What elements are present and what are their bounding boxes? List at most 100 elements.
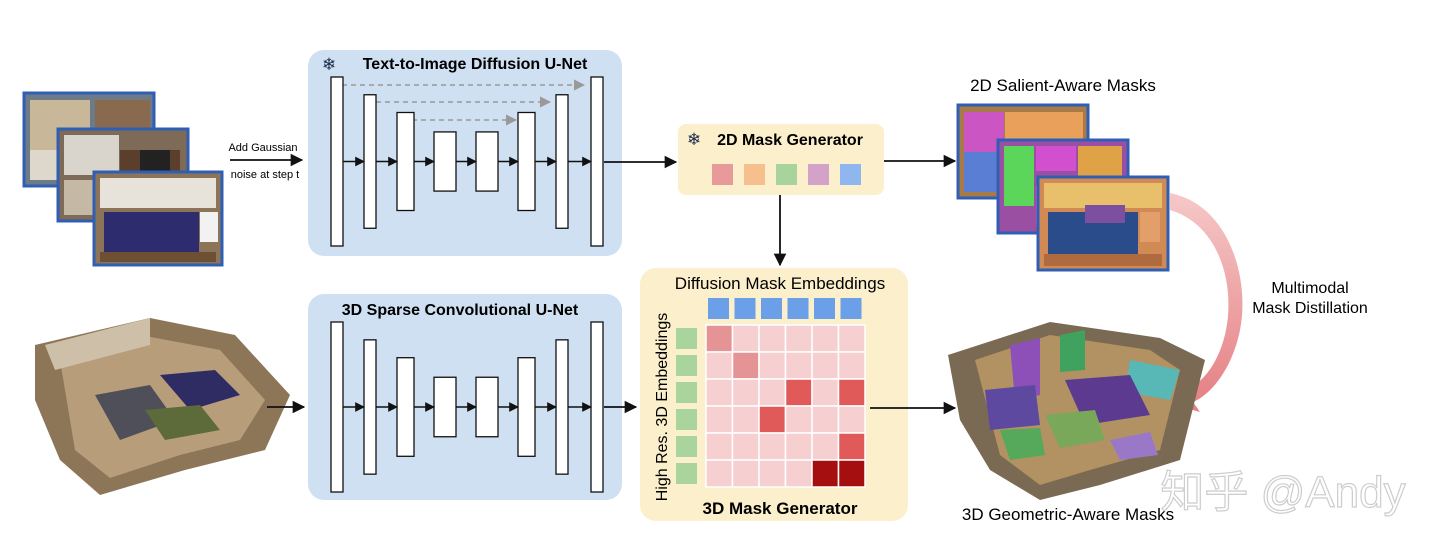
similarity-cell xyxy=(758,459,787,488)
unet-block xyxy=(396,357,415,457)
similarity-cell xyxy=(705,351,734,380)
diffusion-embedding-token xyxy=(814,298,835,319)
text-to-image-unet: ❄ Text-to-Image Diffusion U-Net xyxy=(308,50,622,256)
noise-label-line2: noise at step t xyxy=(231,169,300,181)
distillation-label-line2: Mask Distillation xyxy=(1252,300,1368,317)
diffusion-mask-embedding-tokens xyxy=(708,298,862,319)
similarity-cell xyxy=(705,324,734,353)
diffusion-embedding-token xyxy=(761,298,782,319)
similarity-cell xyxy=(837,324,866,353)
high-res-embedding-token xyxy=(676,355,697,376)
high-res-3d-embedding-tokens xyxy=(676,328,697,484)
similarity-cell xyxy=(731,432,760,461)
similarity-cell xyxy=(731,405,760,434)
unet-block xyxy=(433,131,457,192)
snowflake-icon: ❄ xyxy=(687,130,701,149)
diffusion-embedding-token xyxy=(787,298,809,319)
unet-block xyxy=(517,111,536,212)
mask-token xyxy=(840,164,861,185)
similarity-cell xyxy=(837,405,866,434)
similarity-cell xyxy=(705,378,734,407)
mask-token-row xyxy=(712,164,861,185)
mask-generator-2d: ❄ 2D Mask Generator xyxy=(678,124,884,195)
mask-token xyxy=(744,164,765,185)
output-3d-mask-cloud xyxy=(948,322,1205,500)
high-res-embedding-token xyxy=(676,409,697,430)
masks-3d-label: 3D Geometric-Aware Masks xyxy=(962,505,1174,524)
mask-generator-3d: Diffusion Mask Embeddings High Res. 3D E… xyxy=(640,268,908,521)
similarity-cell xyxy=(837,432,866,461)
unet-block xyxy=(396,111,415,212)
similarity-cell xyxy=(837,378,866,407)
similarity-cell xyxy=(811,351,840,380)
unet-block xyxy=(433,376,457,438)
diffusion-embedding-token xyxy=(708,298,729,319)
high-res-embeddings-label: High Res. 3D Embeddings xyxy=(654,313,671,502)
unet-bottom-title: 3D Sparse Convolutional U-Net xyxy=(342,302,579,319)
mask-token xyxy=(776,164,797,185)
input-point-cloud xyxy=(35,318,290,495)
similarity-cell xyxy=(811,405,840,434)
unet-block xyxy=(555,94,569,229)
unet-top-blocks xyxy=(330,76,604,247)
unet-block xyxy=(363,339,377,475)
similarity-cell xyxy=(758,405,787,434)
similarity-cell xyxy=(731,351,760,380)
unet-block xyxy=(590,321,604,493)
similarity-cell xyxy=(705,405,734,434)
noise-label-line1: Add Gaussian xyxy=(228,142,297,154)
similarity-cell xyxy=(837,351,866,380)
mask-generator-3d-title: 3D Mask Generator xyxy=(703,499,858,518)
similarity-cell xyxy=(705,432,734,461)
similarity-matrix xyxy=(705,324,866,488)
unet-block xyxy=(330,76,344,247)
sparse-conv-unet: 3D Sparse Convolutional U-Net xyxy=(308,294,622,500)
mask-image xyxy=(1036,175,1170,272)
high-res-embedding-token xyxy=(676,328,697,349)
similarity-cell xyxy=(811,378,840,407)
masks-2d-label: 2D Salient-Aware Masks xyxy=(970,76,1156,95)
unet-top-title: Text-to-Image Diffusion U-Net xyxy=(363,56,588,73)
unet-top-panel xyxy=(308,50,622,256)
diffusion-embedding-token xyxy=(734,298,756,319)
unet-block xyxy=(555,339,569,475)
similarity-cell xyxy=(758,432,787,461)
high-res-embedding-token xyxy=(676,382,697,403)
similarity-cell xyxy=(837,459,866,488)
unet-block xyxy=(517,357,536,457)
mask-token xyxy=(712,164,733,185)
similarity-cell xyxy=(784,405,813,434)
similarity-cell xyxy=(731,378,760,407)
unet-block xyxy=(330,321,344,493)
mask-generator-2d-title: 2D Mask Generator xyxy=(717,132,863,149)
unet-bottom-panel xyxy=(308,294,622,500)
mask-token xyxy=(808,164,829,185)
unet-block xyxy=(475,376,499,438)
similarity-cell xyxy=(758,324,787,353)
input-image-stack xyxy=(22,91,224,267)
similarity-cell xyxy=(811,459,840,488)
unet-block xyxy=(590,76,604,247)
unet-block xyxy=(363,94,377,229)
watermark: 知乎 @Andy xyxy=(1160,468,1405,517)
unet-block xyxy=(475,131,499,192)
salient-mask-images xyxy=(956,103,1170,272)
similarity-cell xyxy=(784,324,813,353)
similarity-cell xyxy=(731,459,760,488)
similarity-cell xyxy=(758,378,787,407)
similarity-cell xyxy=(811,324,840,353)
similarity-cell xyxy=(758,351,787,380)
diffusion-embedding-token xyxy=(840,298,862,319)
similarity-cell xyxy=(705,459,734,488)
similarity-cell xyxy=(811,432,840,461)
unet-bottom-blocks xyxy=(330,321,604,493)
similarity-cell xyxy=(784,459,813,488)
distillation-arrow xyxy=(1170,193,1243,412)
high-res-embedding-token xyxy=(676,463,697,484)
similarity-cell xyxy=(731,324,760,353)
input-image xyxy=(92,170,224,267)
high-res-embedding-token xyxy=(676,436,697,457)
similarity-cell xyxy=(784,378,813,407)
similarity-cell xyxy=(784,351,813,380)
